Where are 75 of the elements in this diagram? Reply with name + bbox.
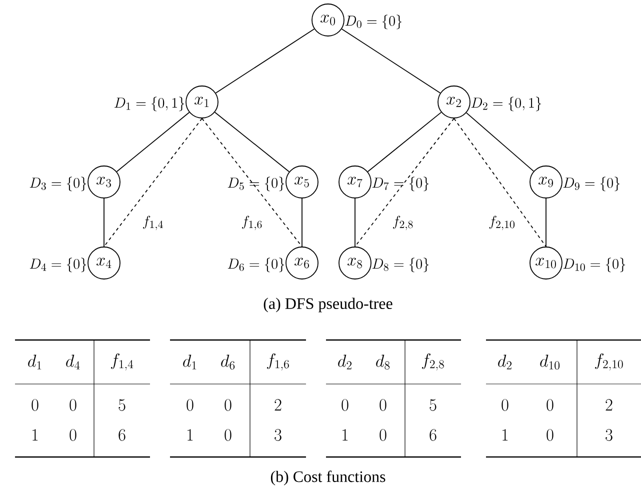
domain-label: $D_{10} = \{0\}$ xyxy=(563,258,626,272)
domain-label: $D_1 = \{0, 1\}$ xyxy=(114,96,184,112)
domain-label: $D_4 = \{0\}$ xyxy=(30,258,86,272)
variable-node: $x_9$ xyxy=(530,166,562,198)
table-cell: $d_1$ xyxy=(183,354,196,370)
table-cell: $0$ xyxy=(546,429,554,441)
tree-edge xyxy=(202,118,302,247)
edge-label: $f_{2,10}$ xyxy=(488,214,516,232)
edge-label: $f_{1,4}$ xyxy=(141,214,165,232)
table-cell: $d_8$ xyxy=(376,354,390,370)
table-cell: $5$ xyxy=(118,399,126,411)
domain-label: $D_2 = \{0, 1\}$ xyxy=(471,96,542,112)
table-cell: $5$ xyxy=(430,399,436,411)
table-cell: $f_{1,6}$ xyxy=(266,353,289,370)
table-cell: $d_4$ xyxy=(66,354,80,370)
domain-label: $D_5 = \{0\}$ xyxy=(228,176,284,192)
table-cell: $6$ xyxy=(430,429,436,441)
domain-label: $D_9 = \{0\}$ xyxy=(563,176,620,192)
tree-edge xyxy=(367,112,442,172)
table-cell: $2$ xyxy=(606,399,612,411)
domain-label: $D_0 = \{0\}$ xyxy=(345,14,402,30)
table-cell: $1$ xyxy=(342,429,348,441)
edge-label: $f_{1,6}$ xyxy=(240,214,264,232)
tree-edge xyxy=(215,28,315,94)
domain-label: $D_7 = \{0\}$ xyxy=(372,176,429,192)
domain-label: $D_3 = \{0\}$ xyxy=(30,176,86,192)
table-cell: $1$ xyxy=(32,429,38,441)
tree-edge xyxy=(466,112,534,172)
table-cell: $0$ xyxy=(380,399,386,411)
table-cell: $d_2$ xyxy=(338,354,352,370)
tree-edge xyxy=(104,118,202,247)
variable-node: $x_5$ xyxy=(286,166,318,198)
table-cell: $f_{1,4}$ xyxy=(110,353,134,370)
edge-label: $f_{2,8}$ xyxy=(391,214,415,232)
variable-node: $x_{10}$ xyxy=(530,246,562,280)
variable-node: $x_3$ xyxy=(88,166,120,198)
table-cell: $d_6$ xyxy=(221,354,235,370)
tree-edge xyxy=(354,118,454,247)
variable-node: $x_1$ xyxy=(186,86,218,118)
table-cell: $1$ xyxy=(188,429,193,441)
variable-node: $x_7$ xyxy=(338,166,372,198)
table-cell: $0$ xyxy=(380,429,386,441)
tree-edge xyxy=(354,198,356,247)
tree-edge xyxy=(214,112,290,172)
caption: (a) DFS pseudo-tree xyxy=(264,298,392,312)
table-cell: $f_{2,8}$ xyxy=(422,353,444,370)
variable-node: $x_0$ xyxy=(312,4,344,36)
table-cell: $0$ xyxy=(546,399,554,411)
table-cell: $0$ xyxy=(342,399,348,411)
table-cell: $0$ xyxy=(224,429,232,441)
table-cell: $0$ xyxy=(502,399,508,411)
variable-node: $x_8$ xyxy=(338,246,372,280)
table-cell: $0$ xyxy=(186,399,194,411)
table-cell: $d_1$ xyxy=(28,354,42,370)
domain-label: $D_6 = \{0\}$ xyxy=(228,258,284,272)
variable-node: $x_4$ xyxy=(88,246,120,280)
table-cell: $d_{10}$ xyxy=(540,354,560,370)
tree-edge xyxy=(341,28,441,94)
table-cell: $0$ xyxy=(70,429,76,441)
caption: (b) Cost functions xyxy=(270,470,386,486)
table-cell: $0$ xyxy=(70,399,76,411)
table-cell: $d_2$ xyxy=(498,354,512,370)
variable-node: $x_2$ xyxy=(438,86,470,118)
table-cell: $3$ xyxy=(606,429,612,441)
table-cell: $2$ xyxy=(274,399,282,411)
table-cell: $6$ xyxy=(118,429,126,441)
domain-label: $D_8 = \{0\}$ xyxy=(372,258,429,272)
table-cell: $f_{2,10}$ xyxy=(595,353,623,370)
tree-edge xyxy=(116,112,190,172)
table-cell: $3$ xyxy=(274,429,282,441)
table-cell: $0$ xyxy=(224,399,232,411)
variable-node: $x_6$ xyxy=(286,246,318,280)
table-cell: $1$ xyxy=(502,429,508,441)
tree-edge xyxy=(454,118,546,247)
table-cell: $0$ xyxy=(32,399,38,411)
